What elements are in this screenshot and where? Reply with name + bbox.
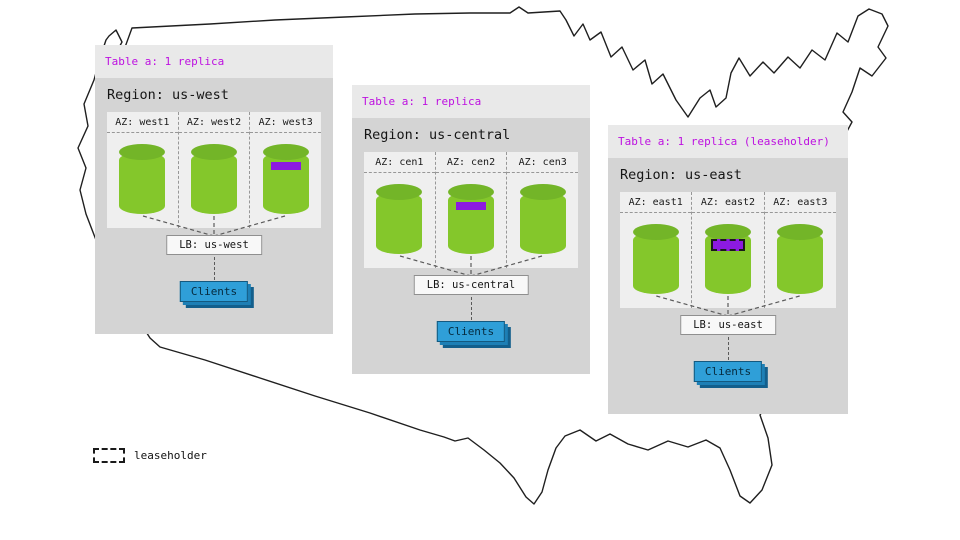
- cylinder-top: [262, 144, 309, 160]
- region-panel-us-east: Table a: 1 replica (leaseholder) Region:…: [608, 125, 848, 414]
- replica-cylinder: [191, 144, 237, 214]
- az-west1: AZ: west1: [107, 112, 178, 228]
- leaseholder-replica-band: [710, 239, 745, 251]
- cylinder-body: [376, 192, 423, 254]
- clients-box: Clients: [693, 361, 763, 382]
- cylinder-body: [519, 192, 566, 254]
- az-label: AZ: west2: [178, 112, 250, 133]
- cylinder-top: [191, 144, 237, 160]
- replica-cylinder: [448, 184, 494, 254]
- cylinder-body: [191, 152, 237, 214]
- table-replica-label: Table a: 1 replica: [352, 85, 590, 118]
- cylinder-body: [632, 232, 679, 294]
- cylinder-top: [777, 224, 824, 240]
- clients-box: Clients: [436, 321, 506, 342]
- replica-cylinder: [262, 144, 309, 214]
- cylinder-top: [448, 184, 494, 200]
- az-cen3: AZ: cen3: [506, 152, 579, 268]
- clients-connector-line: [728, 337, 729, 360]
- lb-connector-lines: [142, 215, 286, 237]
- region-title: Region: us-west: [107, 87, 229, 103]
- replica-cylinder: [519, 184, 566, 254]
- replica-band: [456, 202, 486, 210]
- load-balancer: LB: us-west: [166, 235, 262, 255]
- legend-label: leaseholder: [134, 449, 207, 462]
- cylinder-top: [119, 144, 166, 160]
- az-panel: AZ: west1 AZ: west2 AZ: west3: [107, 112, 322, 228]
- az-label: AZ: east1: [620, 192, 692, 213]
- az-cen2: AZ: cen2: [434, 152, 507, 268]
- az-panel: AZ: cen1 AZ: cen2 AZ: cen3: [364, 152, 579, 268]
- table-replica-label: Table a: 1 replica (leaseholder): [608, 125, 848, 158]
- replica-cylinder: [119, 144, 166, 214]
- cylinder-body: [777, 232, 824, 294]
- cylinder-top: [519, 184, 566, 200]
- az-label: AZ: east2: [692, 192, 764, 213]
- replica-cylinder: [704, 224, 751, 294]
- az-label: AZ: cen2: [435, 152, 507, 173]
- az-label: AZ: east3: [764, 192, 836, 213]
- legend: leaseholder: [93, 448, 207, 463]
- cylinder-body: [119, 152, 166, 214]
- load-balancer: LB: us-east: [680, 315, 776, 335]
- az-west3: AZ: west3: [249, 112, 322, 228]
- az-west2: AZ: west2: [177, 112, 250, 228]
- az-label: AZ: cen1: [364, 152, 435, 173]
- clients-connector-line: [214, 257, 215, 280]
- clients-connector-line: [471, 297, 472, 320]
- az-cen1: AZ: cen1: [364, 152, 435, 268]
- clients-box: Clients: [179, 281, 249, 302]
- cylinder-top: [376, 184, 423, 200]
- az-east1: AZ: east1: [620, 192, 692, 308]
- load-balancer: LB: us-central: [413, 275, 529, 295]
- az-label: AZ: west1: [107, 112, 178, 133]
- region-panel-us-central: Table a: 1 replica Region: us-central AZ…: [352, 85, 590, 374]
- cylinder-top: [704, 224, 751, 240]
- region-title: Region: us-east: [620, 167, 742, 183]
- replica-cylinder: [376, 184, 423, 254]
- az-label: AZ: west3: [250, 112, 322, 133]
- leaseholder-swatch: [93, 448, 125, 463]
- az-label: AZ: cen3: [507, 152, 579, 173]
- replica-cylinder: [632, 224, 679, 294]
- az-panel: AZ: east1 AZ: east2 AZ: east3: [620, 192, 836, 308]
- lb-connector-lines: [656, 295, 800, 317]
- cylinder-top: [632, 224, 679, 240]
- table-replica-label: Table a: 1 replica: [95, 45, 333, 78]
- replica-band: [270, 162, 301, 170]
- az-east3: AZ: east3: [763, 192, 836, 308]
- az-east2: AZ: east2: [691, 192, 764, 308]
- lb-connector-lines: [399, 255, 543, 277]
- region-panel-us-west: Table a: 1 replica Region: us-west AZ: w…: [95, 45, 333, 334]
- region-title: Region: us-central: [364, 127, 511, 143]
- replica-cylinder: [777, 224, 824, 294]
